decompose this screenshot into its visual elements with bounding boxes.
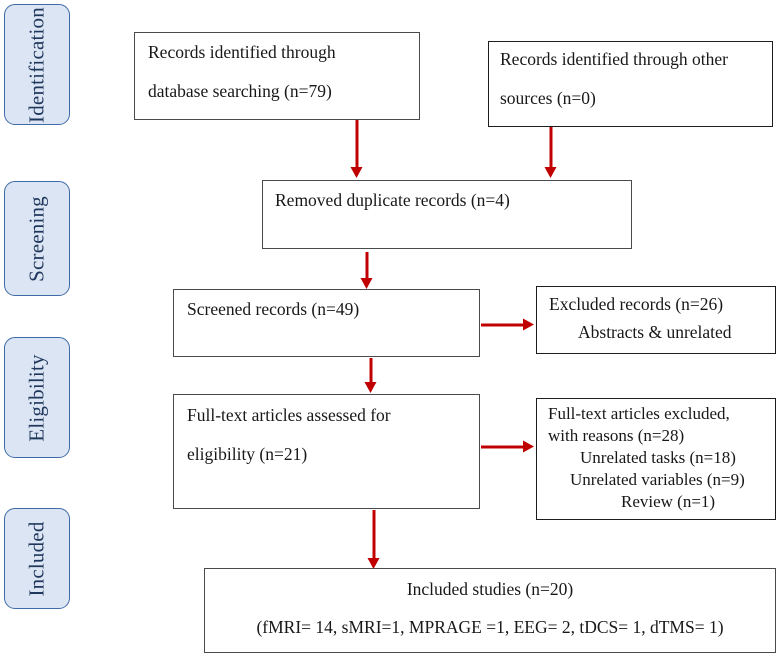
stage-label-eligibility: Eligibility: [24, 353, 49, 442]
stage-pill-included: Included: [4, 508, 70, 609]
box-database-records: Records identified through database sear…: [134, 32, 420, 120]
stage-label-included: Included: [24, 520, 49, 597]
box-screened-records-line-1: Screened records (n=49): [187, 299, 360, 319]
box-fulltext-excluded-line-4: Unrelated variables (n=9): [570, 470, 745, 489]
stage-pill-screening: Screening: [4, 181, 70, 296]
box-fulltext-excluded-line-3: Unrelated tasks (n=18): [580, 448, 736, 467]
box-excluded-records: Excluded records (n=26) Abstracts & unre…: [536, 286, 776, 354]
stage-label-identification: Identification: [24, 6, 49, 123]
box-excluded-records-line-1: Excluded records (n=26): [549, 294, 724, 314]
box-excluded-records-line-2: Abstracts & unrelated: [578, 322, 732, 342]
box-fulltext-excluded-line-1: Full-text articles excluded,: [548, 404, 730, 423]
stage-label-screening: Screening: [24, 195, 49, 282]
box-fulltext-assessed-line-1: Full-text articles assessed for: [187, 405, 391, 425]
box-database-records-line-2: database searching (n=79): [148, 81, 332, 101]
box-included-studies: Included studies (n=20) (fMRI= 14, sMRI=…: [204, 568, 776, 653]
box-other-records: Records identified through other sources…: [488, 41, 773, 127]
box-included-studies-line-1: Included studies (n=20): [406, 579, 574, 599]
box-fulltext-excluded-line-5: Review (n=1): [621, 492, 716, 511]
box-database-records-line-1: Records identified through: [148, 42, 336, 62]
box-other-records-line-1: Records identified through other: [500, 49, 728, 69]
box-included-studies-line-2: (fMRI= 14, sMRI=1, MPRAGE =1, EEG= 2, tD…: [256, 617, 724, 637]
box-fulltext-assessed: Full-text articles assessed for eligibil…: [173, 394, 480, 509]
box-duplicates-removed: Removed duplicate records (n=4): [262, 180, 632, 249]
box-fulltext-excluded: Full-text articles excluded, with reason…: [536, 398, 776, 520]
stage-pill-identification: Identification: [4, 4, 70, 125]
box-fulltext-assessed-line-2: eligibility (n=21): [187, 444, 308, 464]
box-duplicates-removed-line-1: Removed duplicate records (n=4): [275, 190, 510, 210]
box-screened-records: Screened records (n=49): [173, 289, 480, 357]
box-other-records-line-2: sources (n=0): [500, 88, 596, 108]
box-fulltext-excluded-line-2: with reasons (n=28): [548, 426, 685, 445]
stage-pill-eligibility: Eligibility: [4, 337, 70, 458]
